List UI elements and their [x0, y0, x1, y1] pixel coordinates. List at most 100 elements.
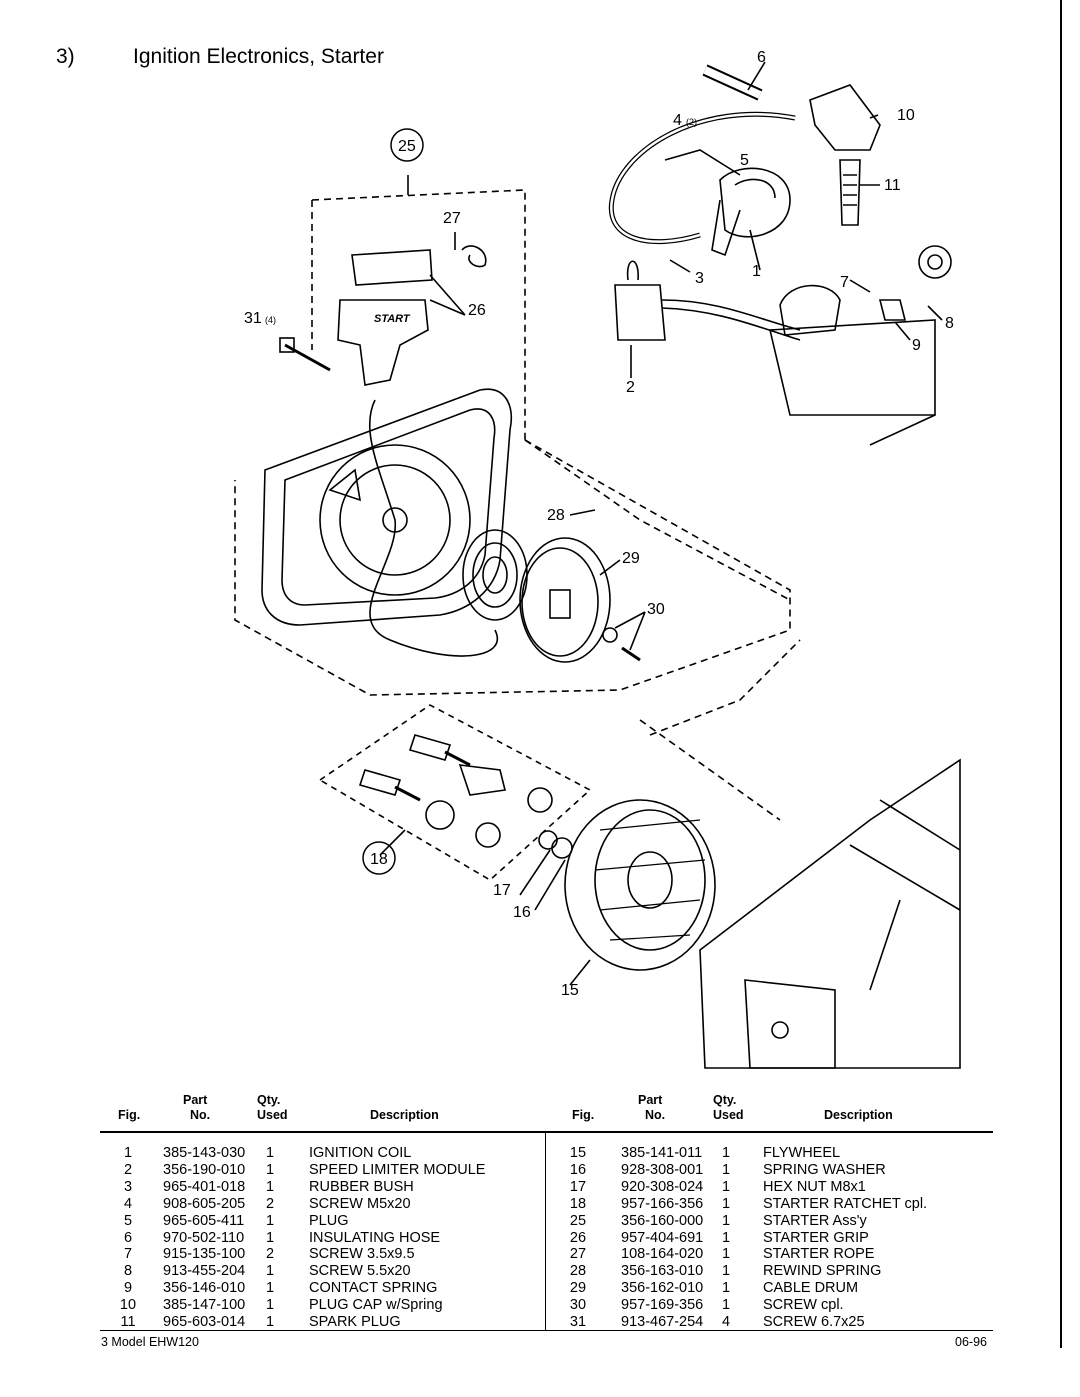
description-cell: INSULATING HOSE	[309, 1229, 441, 1246]
fig-cell: 17	[569, 1178, 587, 1195]
qty-cell: 1	[722, 1246, 731, 1263]
callout-1: 1	[752, 263, 761, 280]
part-number-cell: 913-467-254	[621, 1314, 704, 1330]
page-title: Ignition Electronics, Starter	[133, 45, 384, 68]
description-cell: IGNITION COIL	[309, 1145, 412, 1161]
description-cell: SPRING WASHER	[763, 1161, 886, 1178]
fig-cell: 31	[569, 1314, 587, 1330]
flywheel	[564, 799, 716, 971]
fig-cell: 28	[569, 1263, 587, 1280]
header-description-right: Description	[824, 1108, 893, 1122]
spark-plug	[839, 159, 861, 226]
header-part-bottom-right: No.	[645, 1108, 666, 1122]
fig-cell: 6	[123, 1229, 133, 1246]
part-number-cell: 908-605-205	[163, 1195, 246, 1212]
callout-18-circle	[362, 841, 396, 875]
speed-limiter-module	[614, 284, 666, 341]
starter-assembly-boundary	[311, 189, 526, 440]
callout-18: 18	[370, 851, 388, 868]
fig-cell: 16	[569, 1161, 587, 1178]
part-number-cell: 965-605-411	[163, 1212, 245, 1229]
fig-cell: 11	[120, 1314, 136, 1330]
footer-model: 3 Model EHW120	[101, 1335, 199, 1349]
description-cell: STARTER Ass'y	[763, 1212, 867, 1229]
qty-cell: 1	[722, 1263, 731, 1280]
fig-cell: 2	[123, 1161, 133, 1178]
callout-25-circle	[390, 128, 424, 162]
fig-cell: 9	[123, 1280, 133, 1297]
table-bottom-rule	[100, 1330, 993, 1331]
fig-cell: 5	[123, 1212, 133, 1229]
part-number-cell: 385-141-011	[621, 1145, 703, 1161]
description-cell: SCREW 3.5x9.5	[309, 1246, 415, 1263]
footer-date: 06-96	[955, 1335, 987, 1349]
ignition-coil	[719, 167, 791, 238]
starter-grip	[337, 299, 429, 386]
qty-cell: 1	[266, 1263, 275, 1280]
description-cell: PLUG CAP w/Spring	[309, 1297, 443, 1314]
header-fig-left: Fig.	[118, 1108, 141, 1122]
part-number-cell: 928-308-001	[621, 1161, 704, 1178]
part-number-cell: 913-455-204	[163, 1263, 246, 1280]
part-number-cell: 385-147-100	[163, 1297, 246, 1314]
fig-cell: 4	[123, 1195, 133, 1212]
qty-cell: 1	[266, 1212, 275, 1229]
part-number-cell: 957-404-691	[621, 1229, 704, 1246]
callout-26: 26	[468, 302, 486, 319]
callout-15: 15	[561, 982, 579, 999]
description-cell: SCREW cpl.	[763, 1297, 844, 1314]
description-cell: SPEED LIMITER MODULE	[309, 1161, 486, 1178]
qty-cell: 1	[266, 1280, 275, 1297]
header-qty-bottom-left: Used	[257, 1108, 288, 1122]
fig-cell: 15	[569, 1145, 587, 1161]
qty-cell: 1	[722, 1280, 731, 1297]
part-number-cell: 965-603-014	[163, 1314, 246, 1330]
header-qty-top-left: Qty.	[257, 1093, 281, 1107]
callout-28: 28	[547, 507, 565, 524]
starter-rope-path	[368, 399, 498, 657]
description-cell: RUBBER BUSH	[309, 1178, 414, 1195]
description-cell: STARTER ROPE	[763, 1246, 875, 1263]
fig-cell: 29	[569, 1280, 587, 1297]
header-fig-right: Fig.	[572, 1108, 595, 1122]
callout-16: 16	[513, 904, 531, 921]
header-description-left: Description	[370, 1108, 439, 1122]
fig-cell: 8	[123, 1263, 133, 1280]
callout-30: 30	[647, 601, 665, 618]
qty-cell: 2	[266, 1195, 275, 1212]
description-cell: SCREW 5.5x20	[309, 1263, 411, 1280]
part-number-cell: 970-502-110	[163, 1229, 245, 1246]
qty-cell: 1	[266, 1161, 275, 1178]
fig-cell: 10	[119, 1297, 137, 1314]
callout-10: 10	[897, 107, 915, 124]
table-header-rule-right	[545, 1131, 993, 1133]
part-number-cell: 356-163-010	[621, 1263, 704, 1280]
description-cell: HEX NUT M8x1	[763, 1178, 866, 1195]
description-cell: SCREW M5x20	[309, 1195, 411, 1212]
fig-cell: 1	[123, 1145, 133, 1161]
start-grip-label: START	[374, 313, 411, 325]
qty-cell: 1	[266, 1145, 275, 1161]
fig-cell: 30	[569, 1297, 587, 1314]
callout-3: 3	[695, 270, 704, 287]
description-cell: REWIND SPRING	[763, 1263, 882, 1280]
qty-cell: 1	[722, 1145, 731, 1161]
table-header-rule-left	[100, 1131, 545, 1133]
page-edge-rule	[1060, 0, 1062, 1348]
callout-6: 6	[757, 49, 766, 66]
qty-cell: 1	[722, 1229, 731, 1246]
fig-cell: 25	[569, 1212, 587, 1229]
header-part-top-left: Part	[183, 1093, 208, 1107]
part-number-cell: 385-143-030	[163, 1145, 246, 1161]
callout-11: 11	[884, 177, 901, 194]
description-cell: STARTER RATCHET cpl.	[763, 1195, 928, 1212]
qty-cell: 1	[266, 1229, 275, 1246]
description-cell: PLUG	[309, 1212, 349, 1229]
starter-grip-upper	[351, 249, 433, 286]
plug-cap	[809, 84, 881, 151]
description-cell: STARTER GRIP	[763, 1229, 869, 1246]
part-number-cell: 957-169-356	[621, 1297, 704, 1314]
qty-cell: 1	[722, 1178, 731, 1195]
table-column-divider	[545, 1133, 546, 1330]
fig-cell: 7	[123, 1246, 133, 1263]
